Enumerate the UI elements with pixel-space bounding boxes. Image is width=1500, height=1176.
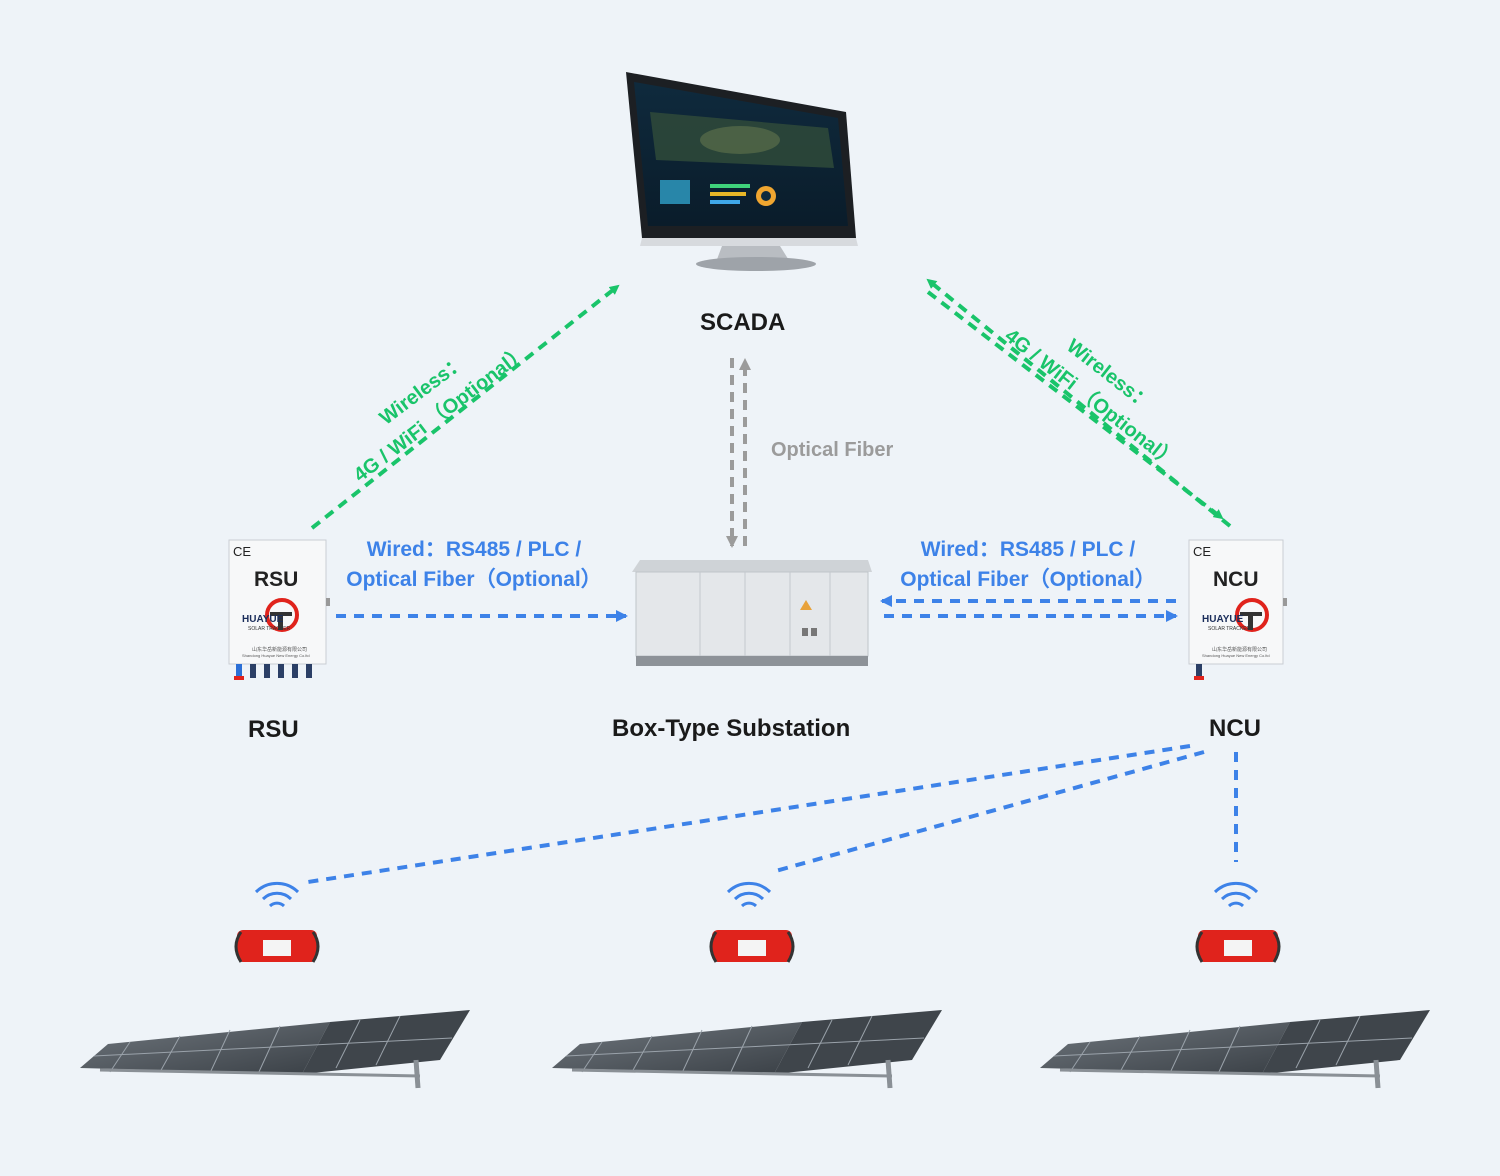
wireless-link-right <box>926 278 1232 528</box>
ce-mark: CE <box>233 544 252 559</box>
wired-link-right <box>880 595 1178 622</box>
rsu-panel-label: RSU <box>254 568 299 591</box>
brand-logo-text: HUAYUE <box>1202 614 1244 625</box>
company-en-text: Shandong Huayue New Energy Co.ltd <box>242 653 310 658</box>
wireless-link-left <box>310 284 620 530</box>
brand-sub-text: SOLAR TRACKER <box>1208 626 1251 632</box>
ncu-tracker-links <box>307 744 1238 884</box>
wired-label-left: Wired：RS485 / PLC / Optical Fiber（Option… <box>346 535 602 595</box>
solar-panel-row <box>1040 1010 1430 1089</box>
wired-label-left-line1: Wired：RS485 / PLC / <box>366 538 582 561</box>
scada-label: SCADA <box>700 309 786 336</box>
solar-panel-row <box>552 1010 942 1089</box>
wired-label-right-line1: Wired：RS485 / PLC / <box>920 538 1136 561</box>
company-en-text: Shandong Huayue New Energy Co.ltd <box>1202 653 1270 658</box>
ce-mark: CE <box>1193 544 1212 559</box>
wifi-icon <box>1213 881 1259 908</box>
substation-label: Box-Type Substation <box>612 715 851 742</box>
wired-label-right: Wired：RS485 / PLC / Optical Fiber（Option… <box>900 535 1156 595</box>
brand-sub-text: SOLAR TRACKER <box>248 626 291 632</box>
scada-monitor <box>626 72 858 271</box>
brand-logo-text: HUAYUE <box>242 614 284 625</box>
rsu-label: RSU <box>248 716 299 743</box>
wired-label-left-line2: Optical Fiber（Optional） <box>346 568 602 591</box>
rsu-device <box>228 539 330 680</box>
optical-fiber-link <box>726 358 751 548</box>
wifi-icon <box>254 881 300 908</box>
solar-panel-row <box>80 1010 470 1089</box>
company-cn-text: 山东华岳新能源有限公司 <box>1212 647 1268 653</box>
tracker-controller <box>1195 930 1281 963</box>
ncu-panel-label: NCU <box>1213 568 1259 591</box>
substation-box <box>632 560 872 666</box>
wifi-icon <box>726 881 772 908</box>
tracker-controller <box>709 930 795 963</box>
optical-fiber-label: Optical Fiber <box>771 439 894 461</box>
company-cn-text: 山东华岳新能源有限公司 <box>252 647 308 653</box>
ncu-device <box>1188 539 1287 680</box>
ncu-label: NCU <box>1209 715 1261 742</box>
tracker-controller <box>234 930 320 963</box>
wired-label-right-line2: Optical Fiber（Optional） <box>900 568 1156 591</box>
